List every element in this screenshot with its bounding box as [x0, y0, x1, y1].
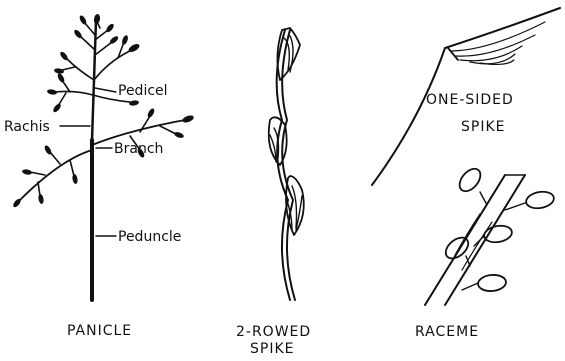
two-rowed-spike-caption-line2: SPIKE — [250, 341, 294, 357]
branch-label: Branch — [114, 141, 163, 157]
two-rowed-spike-caption-line1: 2-ROWED — [236, 324, 311, 340]
raceme-illustration — [425, 165, 555, 305]
one-sided-spike-caption-line1: ONE-SIDED — [426, 92, 514, 108]
two-rowed-spike-illustration — [269, 28, 304, 300]
peduncle-label: Peduncle — [118, 229, 181, 245]
panicle-illustration — [12, 14, 195, 300]
rachis-label: Rachis — [4, 119, 50, 135]
panicle-caption: PANICLE — [67, 323, 132, 339]
one-sided-spike-caption-line2: SPIKE — [461, 119, 505, 135]
pedicel-label: Pedicel — [118, 83, 168, 99]
raceme-caption: RACEME — [415, 324, 479, 340]
pedicel-leader — [95, 88, 116, 92]
